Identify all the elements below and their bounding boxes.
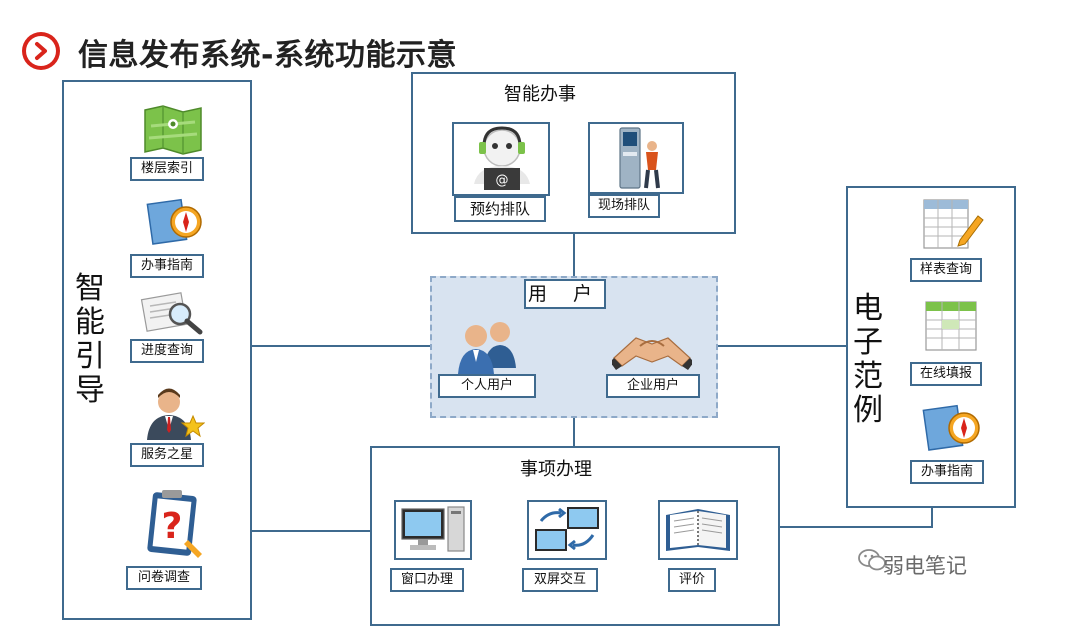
notebook-icon	[662, 503, 734, 557]
connector-center-right	[718, 345, 846, 347]
enterprise-user-label[interactable]: 企业用户	[606, 374, 700, 398]
people-icon	[446, 318, 530, 374]
evaluate-label[interactable]: 评价	[668, 568, 716, 592]
matter-panel-title: 事项办理	[520, 459, 592, 480]
window-handle-label[interactable]: 窗口办理	[390, 568, 464, 592]
floor-index-label[interactable]: 楼层索引	[130, 157, 204, 181]
computer-icon	[398, 503, 468, 557]
onsite-queue-label[interactable]: 现场排队	[588, 194, 660, 218]
watermark-text: 弱电笔记	[883, 554, 967, 578]
support-agent-icon: @	[464, 124, 540, 194]
handshake-icon	[610, 318, 694, 372]
service-guide-label[interactable]: 办事指南	[130, 254, 204, 278]
reserve-queue-label[interactable]: 预约排队	[454, 196, 546, 222]
e-template-title: 电子范例	[853, 291, 883, 428]
dual-screen-label[interactable]: 双屏交互	[522, 568, 598, 592]
guide-panel-title: 智能引导	[75, 271, 105, 408]
connector-center-bottom	[573, 418, 575, 446]
connector-bottom-right-v	[931, 506, 933, 528]
smart-service-title: 智能办事	[504, 84, 576, 105]
spreadsheet-icon	[922, 298, 982, 354]
personal-user-label[interactable]: 个人用户	[438, 374, 536, 398]
compass-icon	[146, 196, 206, 246]
right-service-guide-label[interactable]: 办事指南	[910, 460, 984, 484]
connector-left-bottom	[232, 530, 370, 532]
sample-query-label[interactable]: 样表查询	[910, 258, 982, 282]
svg-text:@: @	[496, 173, 509, 188]
compass-icon	[922, 402, 984, 452]
chevron-circle-icon	[22, 32, 60, 70]
survey-label[interactable]: 问卷调查	[126, 566, 202, 590]
user-title: 用 户	[524, 279, 606, 309]
service-star-label[interactable]: 服务之星	[130, 443, 204, 467]
svg-text:?: ?	[162, 506, 183, 547]
connector-top-center	[573, 232, 575, 276]
connector-left-center	[250, 345, 430, 347]
dual-screen-icon	[531, 503, 603, 557]
page-title: 信息发布系统-系统功能示意	[78, 38, 457, 73]
spreadsheet-edit-icon	[920, 196, 984, 254]
wechat-icon	[858, 548, 886, 572]
kiosk-icon	[608, 124, 668, 192]
question-clipboard-icon: ?	[144, 488, 206, 560]
magnifier-doc-icon	[140, 290, 206, 338]
progress-query-label[interactable]: 进度查询	[130, 339, 204, 363]
connector-bottom-right-h	[778, 526, 932, 528]
map-icon	[143, 104, 203, 156]
online-fill-label[interactable]: 在线填报	[910, 362, 982, 386]
businessman-star-icon	[143, 386, 206, 440]
